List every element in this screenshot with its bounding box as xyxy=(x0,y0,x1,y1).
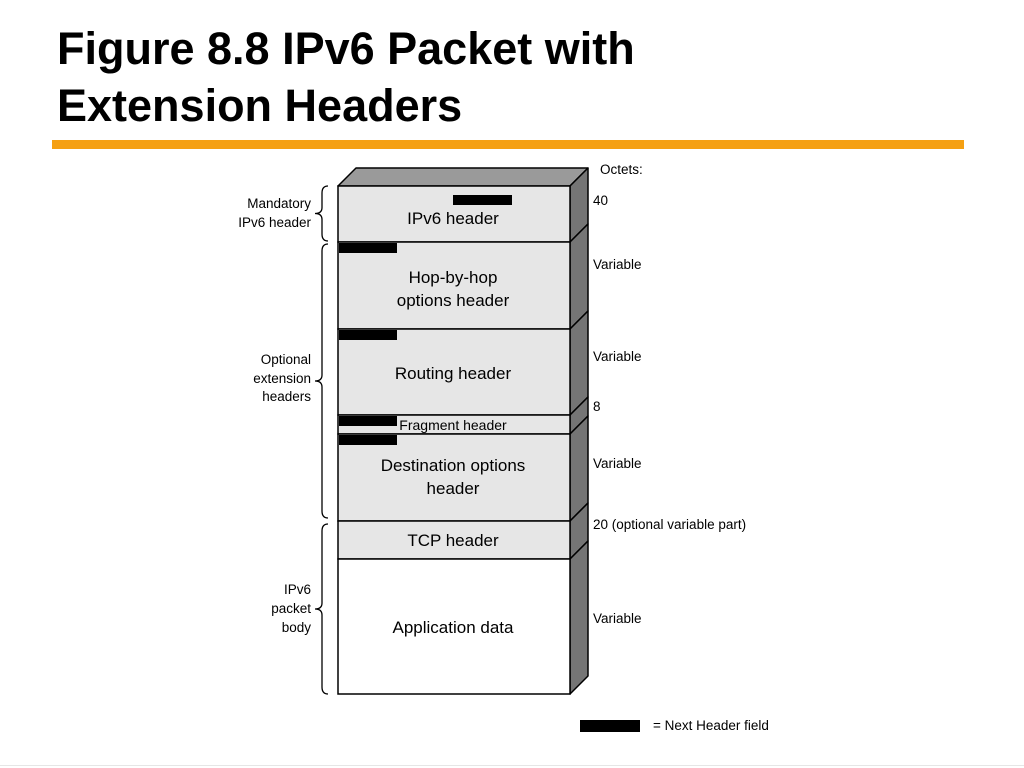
brace-body xyxy=(314,523,329,695)
group-label-body: IPv6 xyxy=(284,582,311,597)
group-label-optional: headers xyxy=(262,389,311,404)
group-label-mandatory: Mandatory xyxy=(247,196,311,211)
header-stack xyxy=(337,185,571,695)
next-header-markers xyxy=(339,195,512,445)
box-destination xyxy=(337,433,571,522)
legend: = Next Header field xyxy=(580,718,769,733)
brace-mandatory xyxy=(314,185,329,242)
box-label-routing: Routing header xyxy=(395,364,512,383)
slide-title-line-2: Extension Headers xyxy=(57,80,463,131)
box-label-hop-by-hop: Hop-by-hop xyxy=(409,268,498,287)
octet-size-tcp: 20 (optional variable part) xyxy=(593,517,746,532)
stack-side-face-application xyxy=(569,540,589,695)
box-label-destination: Destination options xyxy=(381,456,526,475)
octet-size-application: Variable xyxy=(593,611,642,626)
octet-size-ipv6: 40 xyxy=(593,193,608,208)
next-header-marker-fragment xyxy=(339,416,397,426)
octet-size-destination: Variable xyxy=(593,456,642,471)
octets-heading: Octets: xyxy=(600,162,643,177)
brace-optional xyxy=(314,243,329,519)
slide-title: Figure 8.8 IPv6 Packet with Extension He… xyxy=(57,20,635,134)
box-label-fragment: Fragment header xyxy=(399,417,507,433)
box-routing xyxy=(337,328,571,416)
box-application xyxy=(337,558,571,695)
box-label-ipv6: IPv6 header xyxy=(407,209,499,228)
octet-size-hop-by-hop: Variable xyxy=(593,257,642,272)
octet-size-fragment: 8 xyxy=(593,399,601,414)
slide-title-line-1: Figure 8.8 IPv6 Packet with xyxy=(57,23,635,74)
legend-swatch xyxy=(580,720,640,732)
box-tcp xyxy=(337,520,571,560)
octet-size-routing: Variable xyxy=(593,349,642,364)
next-header-marker-routing xyxy=(339,330,397,340)
box-label-application: Application data xyxy=(393,618,515,637)
legend-label: = Next Header field xyxy=(653,718,769,733)
title-underline xyxy=(52,140,964,149)
group-label-body: body xyxy=(282,620,312,635)
group-label-optional: Optional xyxy=(261,352,311,367)
group-braces xyxy=(314,185,329,695)
box-label-hop-by-hop: options header xyxy=(397,291,510,310)
next-header-marker-hop-by-hop xyxy=(339,243,397,253)
box-label-destination: header xyxy=(427,479,480,498)
next-header-marker-destination xyxy=(339,435,397,445)
next-header-marker-ipv6 xyxy=(453,195,512,205)
stack-3d-faces xyxy=(337,167,589,695)
footer-divider xyxy=(0,765,1024,766)
group-label-optional: extension xyxy=(253,371,311,386)
group-label-body: packet xyxy=(271,601,311,616)
stack-top-face xyxy=(337,167,589,187)
box-label-tcp: TCP header xyxy=(407,531,499,550)
group-label-mandatory: IPv6 header xyxy=(238,215,311,230)
box-hop-by-hop xyxy=(337,241,571,330)
